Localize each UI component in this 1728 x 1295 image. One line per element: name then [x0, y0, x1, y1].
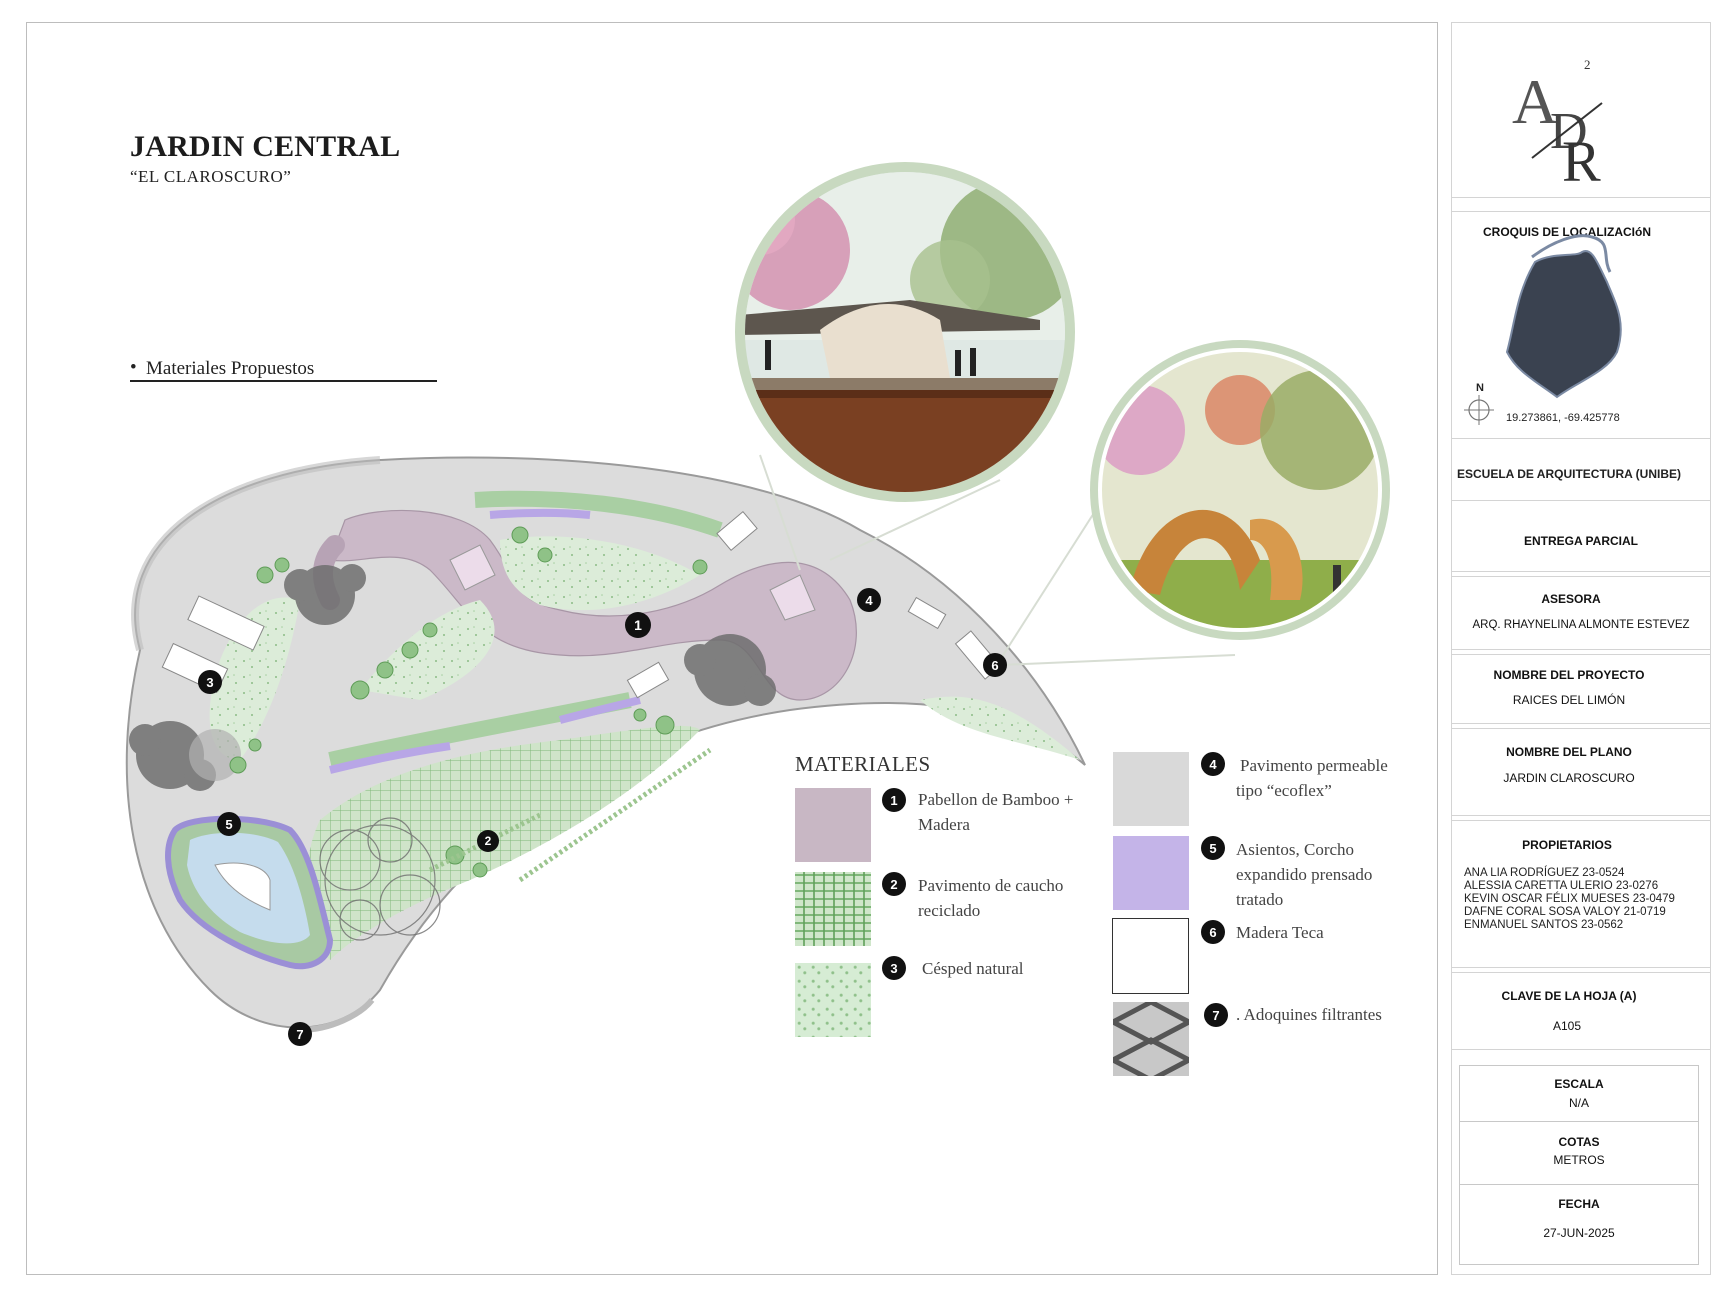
legend-label-1: Pabellon de Bamboo + Madera [918, 790, 1074, 834]
owner-1: ANA LIA RODRÍGUEZ 23-0524 [1464, 867, 1625, 879]
callout-7: 7 [288, 1022, 312, 1046]
callout-3: 3 [198, 670, 222, 694]
drawing-frame [26, 22, 1438, 1275]
scale-label: ESCALA [1554, 1077, 1604, 1091]
legend-num-3: 3 [882, 956, 906, 980]
date-cell: FECHA 27-JUN-2025 [1459, 1185, 1699, 1265]
legend-num-1: 1 [882, 788, 906, 812]
sheet-label: CLAVE DE LA HOJA (A) [1501, 989, 1637, 1003]
svg-text:A: A [1512, 66, 1558, 137]
callout-2: 2 [477, 830, 499, 852]
svg-text:R: R [1562, 129, 1601, 194]
legend-num-7: 7 [1204, 1003, 1228, 1027]
callout-4: 4 [857, 588, 881, 612]
location-box: CROQUIS DE LOCALIZACIóN N 19.273861, -69… [1451, 211, 1711, 439]
units-cell: COTAS METROS [1459, 1122, 1699, 1185]
swatch-rubber-pavement [795, 872, 871, 946]
legend-label-4: Pavimento permeable tipo “ecoflex” [1236, 756, 1388, 800]
owners-box: PROPIETARIOS ANA LIA RODRÍGUEZ 23-0524 A… [1451, 820, 1711, 968]
school-name: ESCUELA DE ARQUITECTURA (UNIBE) [1457, 467, 1681, 481]
legend-label-7: . Adoquines filtrantes [1236, 1005, 1382, 1024]
date-label: FECHA [1558, 1197, 1600, 1211]
legend-num-5: 5 [1201, 836, 1225, 860]
site-plan-drawing [125, 162, 1390, 1033]
north-label: N [1476, 382, 1484, 394]
legend-label-3: Césped natural [922, 959, 1024, 978]
svg-text:2: 2 [1584, 57, 1591, 72]
project-box: NOMBRE DEL PROYECTO RAICES DEL LIMÓN [1451, 654, 1711, 724]
paver-pattern-icon [1113, 1002, 1189, 1076]
swatch-filter-pavers [1113, 1002, 1189, 1076]
plan-name: JARDIN CLAROSCURO [1503, 771, 1635, 785]
units-value: METROS [1553, 1153, 1605, 1167]
legend-num-2: 2 [882, 872, 906, 896]
units-label: COTAS [1558, 1135, 1600, 1149]
svg-text:D: D [1550, 103, 1588, 160]
callout-6: 6 [983, 653, 1007, 677]
callout-5: 5 [217, 812, 241, 836]
scale-cell: ESCALA N/A [1459, 1065, 1699, 1122]
logo-box: 2 A D R [1451, 22, 1711, 198]
delivery-box: ENTREGA PARCIAL [1451, 500, 1711, 572]
legend-label-2: Pavimento de caucho reciclado [918, 876, 1064, 920]
legend-num-6: 6 [1201, 920, 1225, 944]
project-label: NOMBRE DEL PROYECTO [1493, 668, 1645, 682]
owner-5: ENMANUEL SANTOS 23-0562 [1464, 919, 1624, 931]
owner-4: DAFNE CORAL SOSA VALOY 21-0719 [1464, 906, 1666, 918]
swatch-ecoflex-pavement [1113, 752, 1189, 826]
sheet-box: CLAVE DE LA HOJA (A) A105 [1451, 972, 1711, 1050]
section-bullet: Materiales Propuestos [130, 357, 314, 380]
advisor-name: ARQ. RHAYNELINA ALMONTE ESTEVEZ [1472, 619, 1690, 631]
plan-box: NOMBRE DEL PLANO JARDIN CLAROSCURO [1451, 728, 1711, 816]
page-title: JARDIN CENTRAL [130, 130, 401, 163]
advisor-box: ASESORA ARQ. RHAYNELINA ALMONTE ESTEVEZ [1451, 576, 1711, 650]
owner-2: ALESSIA CARETTA ULERIO 23-0276 [1464, 880, 1659, 892]
legend-title: MATERIALES [795, 752, 931, 776]
sheet-code: A105 [1552, 1019, 1582, 1033]
swatch-natural-grass [795, 963, 871, 1037]
swatch-cork-seating [1113, 836, 1189, 910]
delivery-label: ENTREGA PARCIAL [1524, 534, 1638, 548]
plan-label: NOMBRE DEL PLANO [1506, 745, 1632, 759]
swatch-bamboo-pavilion [795, 788, 871, 862]
north-arrow-icon [1464, 395, 1494, 425]
legend-label-5: Asientos, Corcho expandido prensado trat… [1236, 840, 1373, 909]
location-map [1505, 234, 1622, 399]
adr-logo-icon: 2 A D R [1512, 57, 1603, 194]
advisor-label: ASESORA [1541, 592, 1601, 606]
scale-value: N/A [1568, 1096, 1589, 1110]
legend-label-6: Madera Teca [1236, 923, 1324, 942]
scale-block: ESCALA N/A COTAS METROS FECHA 27-JUN-202… [1451, 1055, 1711, 1275]
coordinates: 19.273861, -69.425778 [1506, 412, 1620, 424]
owner-3: KEVIN OSCAR FÉLIX MUESES 23-0479 [1464, 893, 1675, 905]
project-name: RAICES DEL LIMÓN [1512, 693, 1626, 707]
page-subtitle: “EL CLAROSCURO” [130, 167, 292, 186]
legend-num-4: 4 [1201, 752, 1225, 776]
location-title: CROQUIS DE LOCALIZACIóN [1483, 225, 1651, 239]
callout-1: 1 [625, 612, 651, 638]
owners-label: PROPIETARIOS [1522, 838, 1612, 852]
date-value: 27-JUN-2025 [1543, 1226, 1615, 1240]
owners-list: ANA LIA RODRÍGUEZ 23-0524 ALESSIA CARETT… [1464, 867, 1675, 932]
swatch-teak-wood [1112, 918, 1189, 994]
section-underline [130, 380, 437, 382]
